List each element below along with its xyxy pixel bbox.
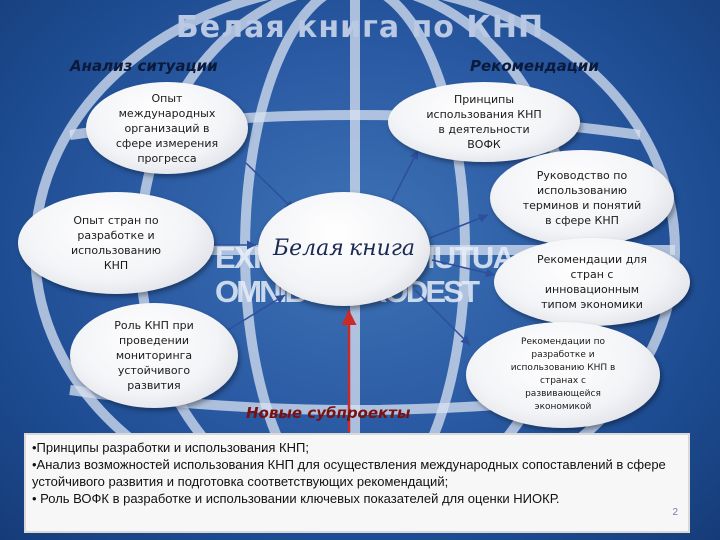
summary-line-1: •Принципы разработки и использования КНП… <box>32 440 309 455</box>
summary-box: •Принципы разработки и использования КНП… <box>24 433 690 533</box>
summary-line-2: •Анализ возможностей использования КНП д… <box>32 457 666 489</box>
left-column-label: Анализ ситуации <box>70 57 218 75</box>
page-number: 2 <box>672 507 678 518</box>
summary-line-3: • Роль ВОФК в разработке и использовании… <box>32 491 560 506</box>
bubble-innovation-countries: Рекомендации для стран с инновационным т… <box>494 238 690 326</box>
bubble-terms-guide: Руководство по использованию терминов и … <box>490 150 674 246</box>
arrow-role-to-center <box>227 294 286 331</box>
right-column-label: Рекомендации <box>470 57 599 75</box>
arrow-center-to-developing <box>414 289 471 346</box>
bubble-country-experience: Опыт стран по разработке и использованию… <box>18 192 214 294</box>
arrow-center-to-innovation <box>431 259 496 278</box>
new-subprojects-label: Новые субпроекты <box>246 404 411 422</box>
arrow-international-to-center <box>245 162 295 211</box>
bubble-developing-countries: Рекомендации по разработке и использован… <box>466 322 660 428</box>
bubble-international-experience: Опыт международных организаций в сфере и… <box>86 82 248 174</box>
center-white-book: Белая книга <box>258 192 430 306</box>
slide-title: Белая книга по КНП <box>175 10 545 45</box>
bubble-role-monitoring: Роль КНП при проведении мониторинга усто… <box>70 303 238 408</box>
arrow-center-to-principles <box>389 149 419 206</box>
arrow-center-to-terms <box>429 214 489 239</box>
bubble-principles-vofk: Принципы использования КНП в деятельност… <box>388 82 580 162</box>
